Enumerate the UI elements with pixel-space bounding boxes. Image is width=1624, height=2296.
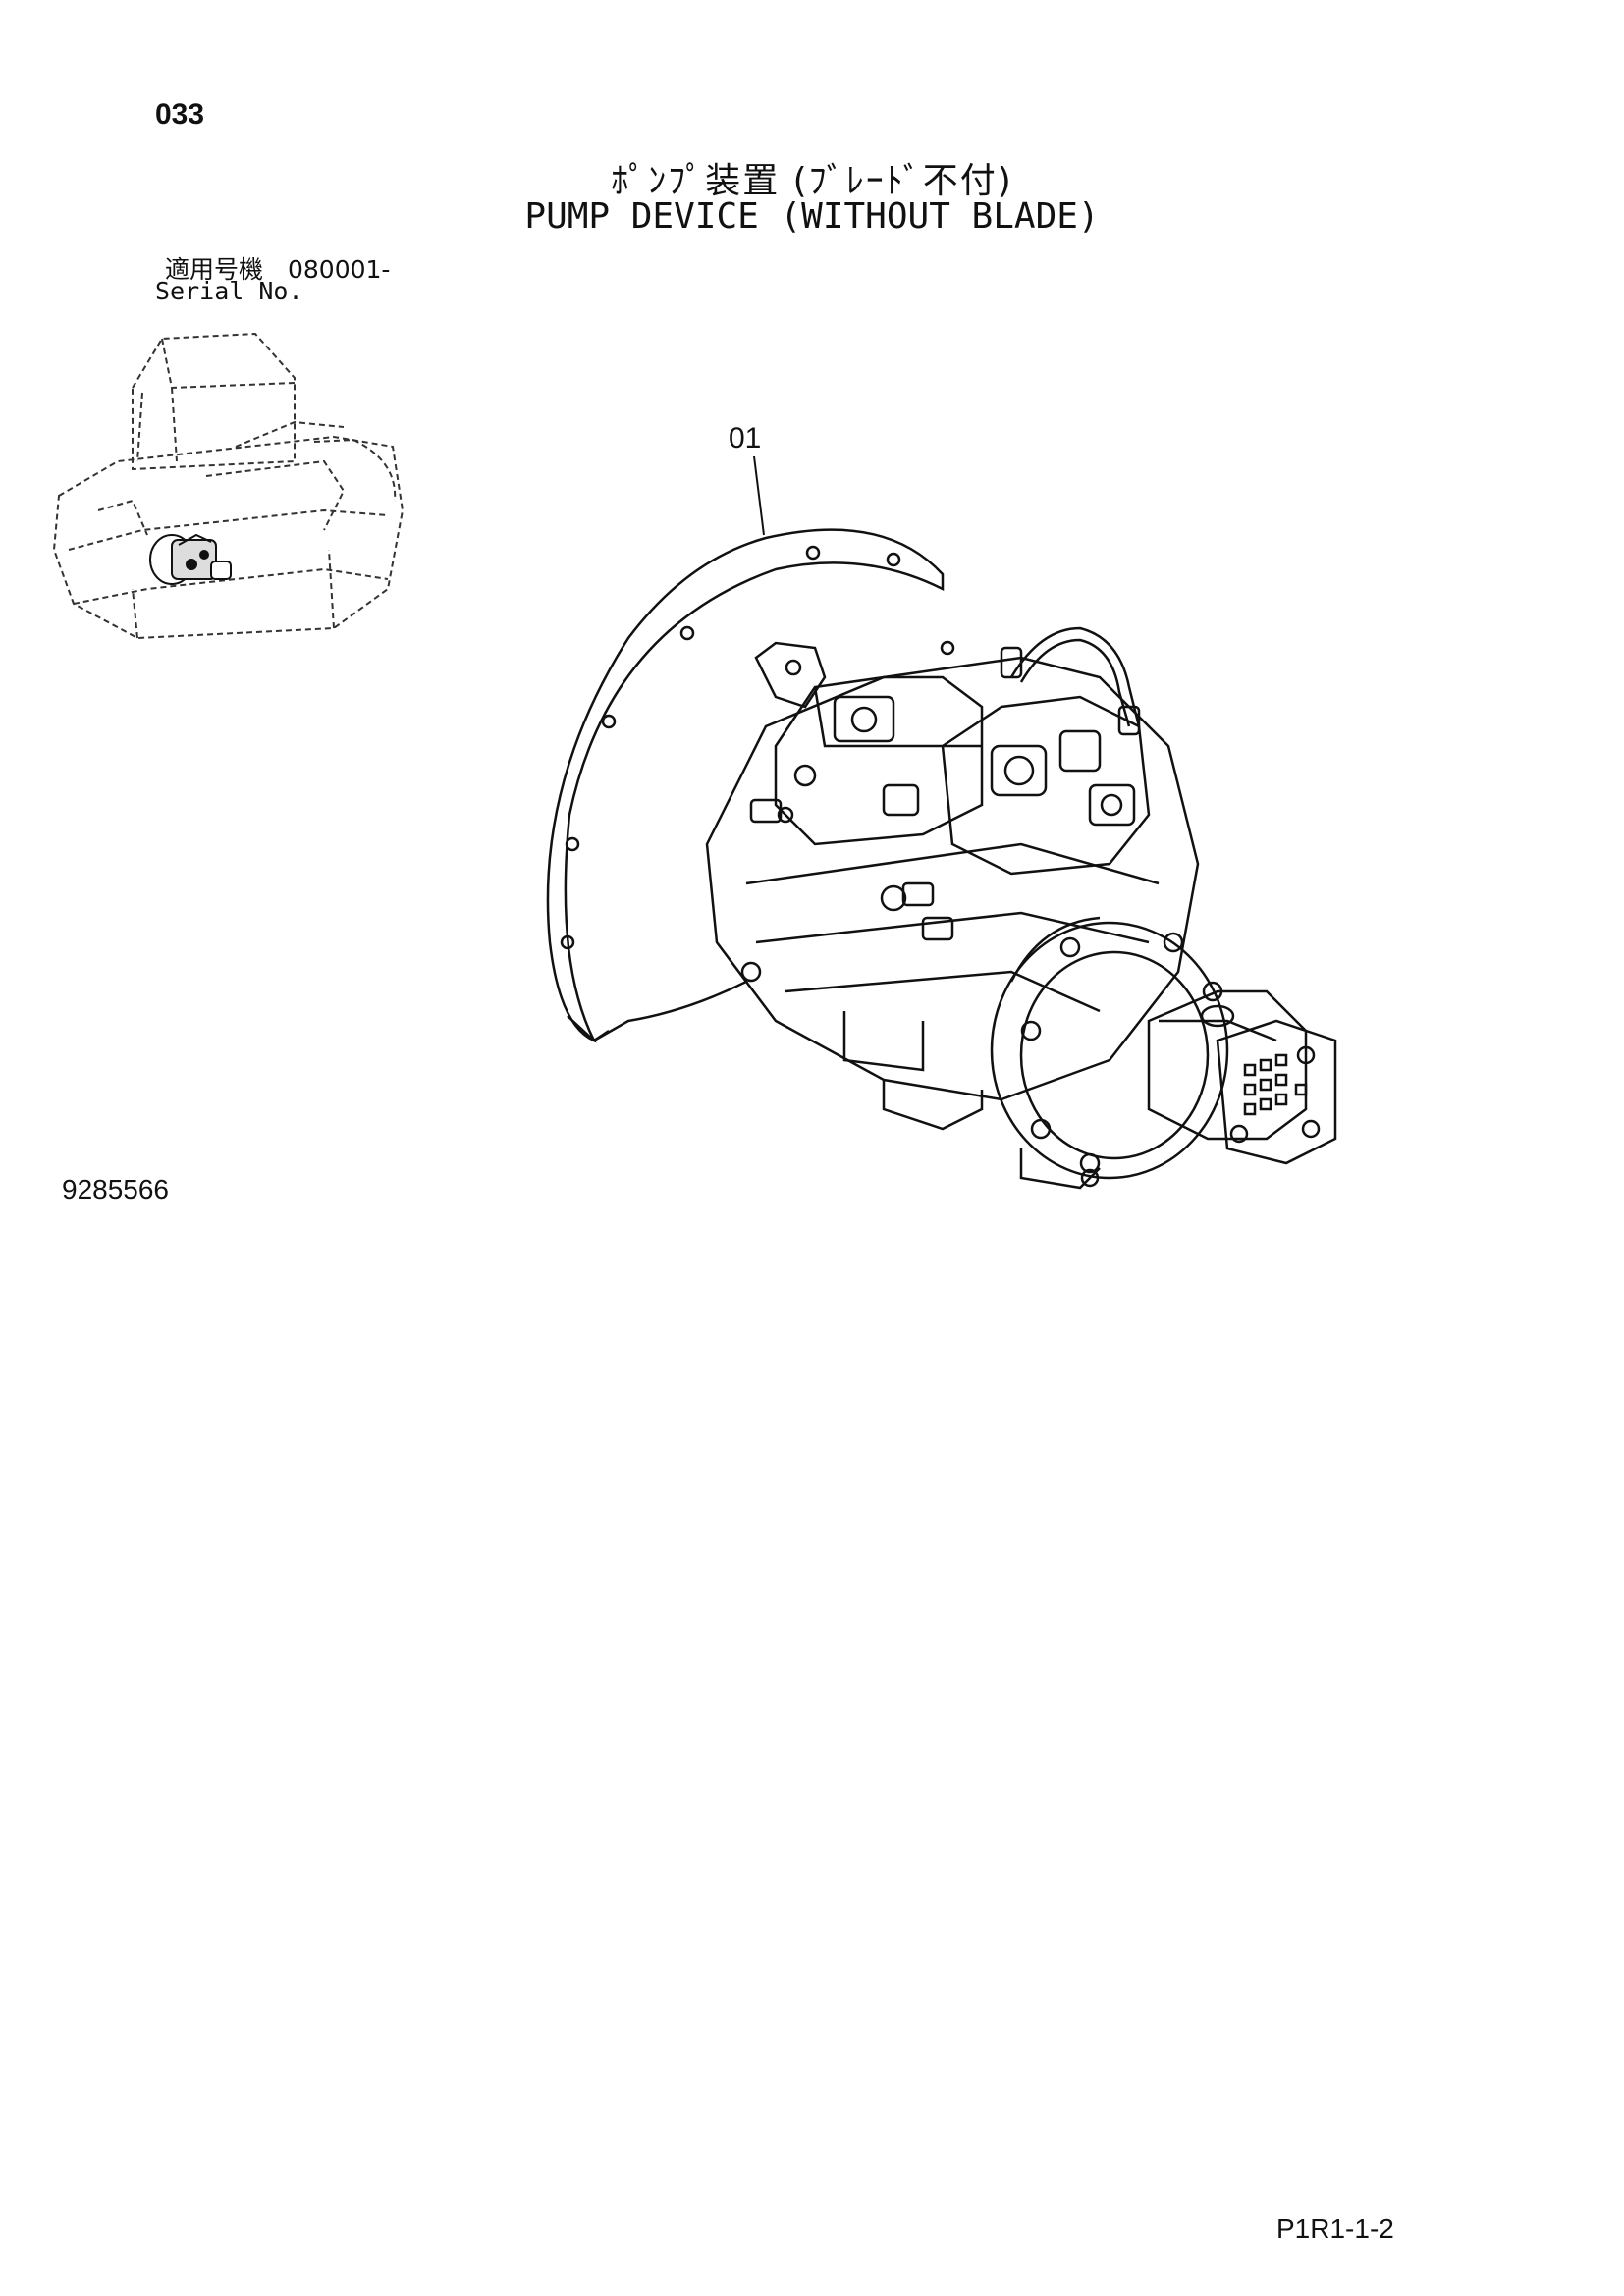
page-code: P1R1-1-2: [1276, 2214, 1394, 2244]
end-cover-ring: [990, 921, 1229, 1180]
regulator-block: [774, 675, 984, 846]
page-title-english: PUMP DEVICE (WITHOUT BLADE): [524, 196, 1100, 237]
serial-label-japanese: 適用号機 080001-: [165, 255, 391, 284]
gear-pump-end-plate: [1216, 1019, 1337, 1165]
control-valve-block: [941, 695, 1151, 876]
callout-label: 01: [729, 422, 762, 454]
drawing-number: 9285566: [62, 1174, 170, 1204]
flange-outline: [546, 528, 945, 1043]
page-number: 033: [155, 98, 205, 131]
sensor-hose: [1009, 626, 1141, 727]
page-title-japanese: ﾎﾟﾝﾌﾟ装置 (ﾌﾞﾚｰﾄﾞ不付): [611, 161, 1013, 201]
callout-leader-line: [753, 455, 765, 536]
gear-pump-cylinder: [1147, 989, 1308, 1141]
pump-body: [705, 656, 1200, 1101]
serial-label-english: Serial No.: [155, 277, 303, 305]
mounting-ear: [754, 641, 827, 709]
